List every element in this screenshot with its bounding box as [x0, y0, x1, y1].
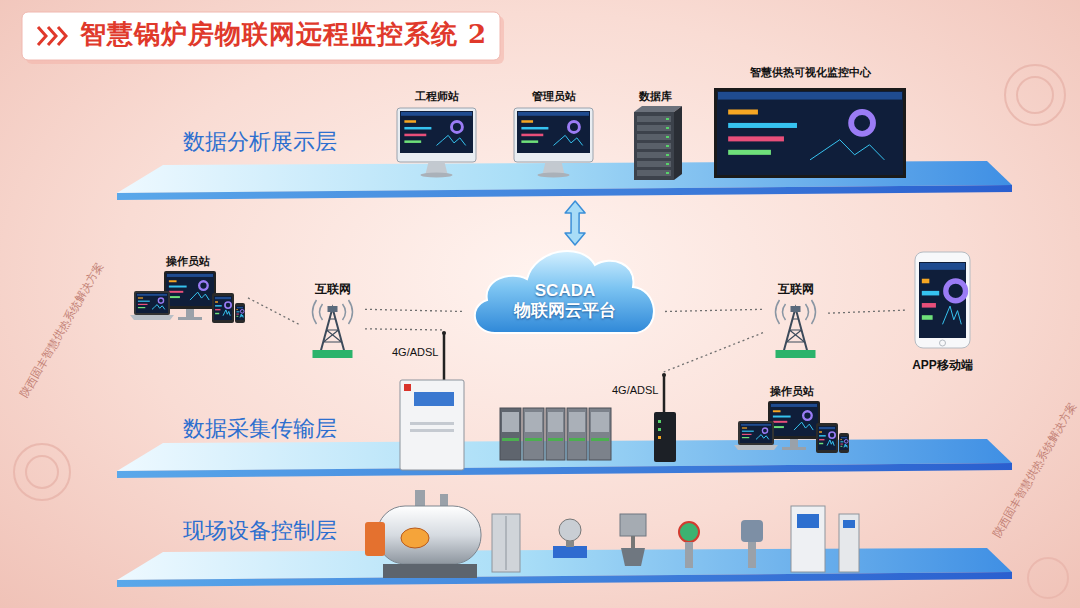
monitor-icon	[510, 90, 597, 180]
mobile-app: APP移动端	[905, 250, 980, 378]
dotted-link	[365, 329, 444, 330]
node-label: 4G/ADSL	[612, 384, 658, 397]
page-title: 智慧锅炉房物联网远程监控系统 2	[80, 19, 487, 50]
watermark-text: 陕西固丰智慧供热系统解决方案	[18, 260, 106, 400]
server-icon	[622, 90, 688, 182]
dotted-link	[828, 310, 905, 313]
layer-band: 现场设备控制层	[115, 486, 1012, 590]
internet-tower: 互联网	[300, 282, 365, 360]
data-collector: 4G/ADSL	[392, 330, 470, 472]
node-label: 数据采集传输层	[183, 416, 337, 442]
dotted-link	[664, 333, 763, 372]
node-label: 管理员站	[532, 90, 576, 103]
workstation: 工程师站	[393, 90, 480, 180]
dotted-link	[365, 309, 465, 311]
node-label: 数据库	[639, 90, 672, 103]
operator-station: 操作员站	[732, 385, 852, 463]
node-label: 互联网	[315, 282, 351, 296]
node-label: 现场设备控制层	[183, 518, 337, 544]
database-server: 数据库	[622, 90, 688, 182]
dotted-link	[248, 298, 300, 325]
video-wall-icon	[712, 66, 908, 180]
cloud-platform: SCADA 物联网云平台	[465, 245, 665, 340]
node-label: SCADA 物联网云平台	[509, 281, 621, 322]
monitor-center: 智慧供热可视化监控中心	[712, 66, 908, 180]
node-label: 智慧供热可视化监控中心	[750, 66, 871, 79]
monitor-icon	[393, 90, 480, 180]
node-label: 工程师站	[415, 90, 459, 103]
layer-band: 数据采集传输层	[115, 400, 1012, 480]
node-label: APP移动端	[912, 358, 973, 372]
node-label: 数据分析展示层	[183, 129, 337, 155]
node-label: 操作员站	[166, 255, 210, 268]
node-label: 操作员站	[770, 385, 814, 398]
node-label: 4G/ADSL	[392, 346, 438, 359]
gateway-router: 4G/ADSL	[612, 372, 680, 462]
double-arrow	[565, 201, 585, 245]
node-label: 互联网	[778, 282, 814, 296]
workstation: 管理员站	[510, 90, 597, 180]
operator-station: 操作员站	[128, 255, 248, 333]
internet-tower: 互联网	[763, 282, 828, 360]
dotted-link	[665, 309, 763, 311]
